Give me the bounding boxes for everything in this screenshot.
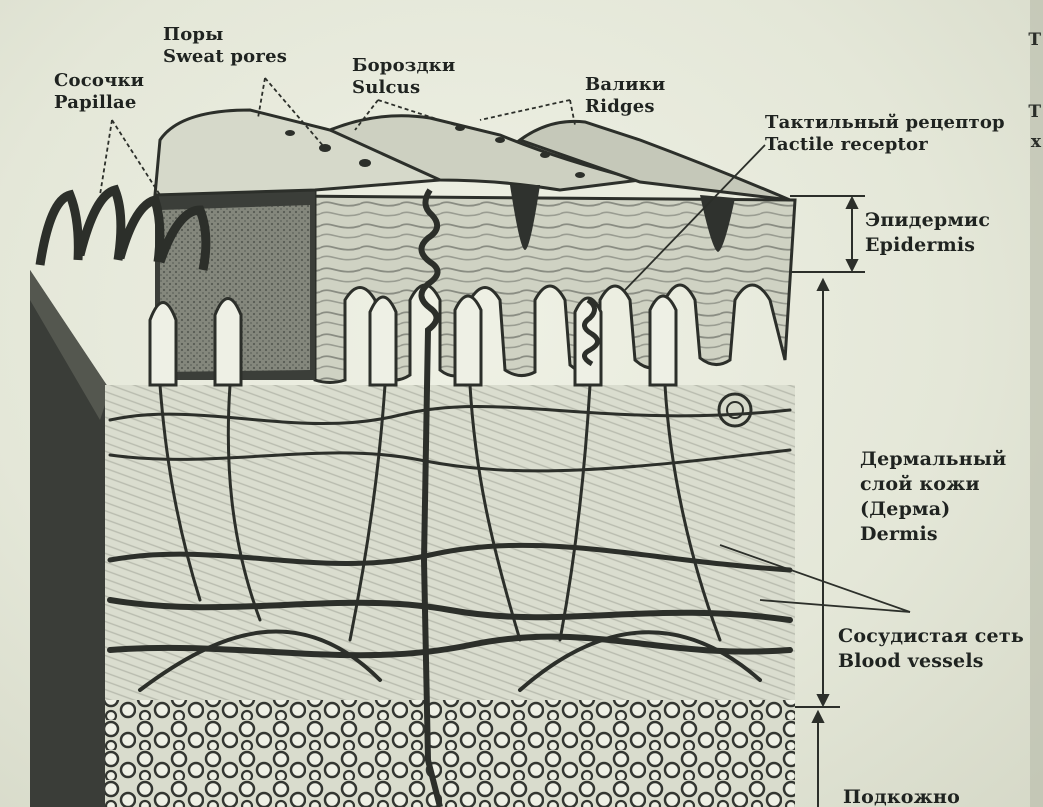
epidermis-en: Epidermis [865, 233, 990, 258]
papillae-en: Papillae [54, 92, 144, 114]
label-papillae: Сосочки Papillae [54, 70, 144, 114]
sulcus-en: Sulcus [352, 77, 455, 99]
ridges-en: Ridges [585, 96, 665, 118]
label-subcutis: Подкожно [843, 785, 960, 807]
tactile-ru: Тактильный рецептор [765, 112, 1005, 134]
epidermis-ru: Эпидермис [865, 208, 990, 233]
subcutis-layer [105, 700, 795, 807]
label-tactile-receptor: Тактильный рецептор Tactile receptor [765, 112, 1005, 156]
sulcus-ru: Бороздки [352, 55, 455, 77]
label-blood-vessels: Сосудистая сеть Blood vessels [838, 624, 1024, 674]
tactile-en: Tactile receptor [765, 134, 1005, 156]
dermis-ru1: Дермальный [860, 447, 1006, 472]
label-dermis: Дермальный слой кожи (Дерма) Dermis [860, 447, 1006, 547]
pores-en: Sweat pores [163, 46, 287, 68]
margin-char-3: х [1031, 132, 1041, 152]
pores-ru: Поры [163, 24, 287, 46]
dermis-en: Dermis [860, 522, 1006, 547]
dermis-ru2: слой кожи [860, 472, 1006, 497]
label-pores: Поры Sweat pores [163, 24, 287, 68]
margin-char-1: Т [1028, 30, 1041, 50]
vessels-en: Blood vessels [838, 649, 1024, 674]
papillae-ru: Сосочки [54, 70, 144, 92]
subcutis-ru: Подкожно [843, 785, 960, 807]
label-epidermis: Эпидермис Epidermis [865, 208, 990, 258]
ridges-ru: Валики [585, 74, 665, 96]
margin-char-2: Т [1028, 102, 1041, 122]
nerve-corpuscle [719, 394, 751, 426]
dermis-ru3: (Дерма) [860, 497, 1006, 522]
label-sulcus: Бороздки Sulcus [352, 55, 455, 99]
vessels-ru: Сосудистая сеть [838, 624, 1024, 649]
label-ridges: Валики Ridges [585, 74, 665, 118]
dimension-brackets [790, 196, 865, 807]
